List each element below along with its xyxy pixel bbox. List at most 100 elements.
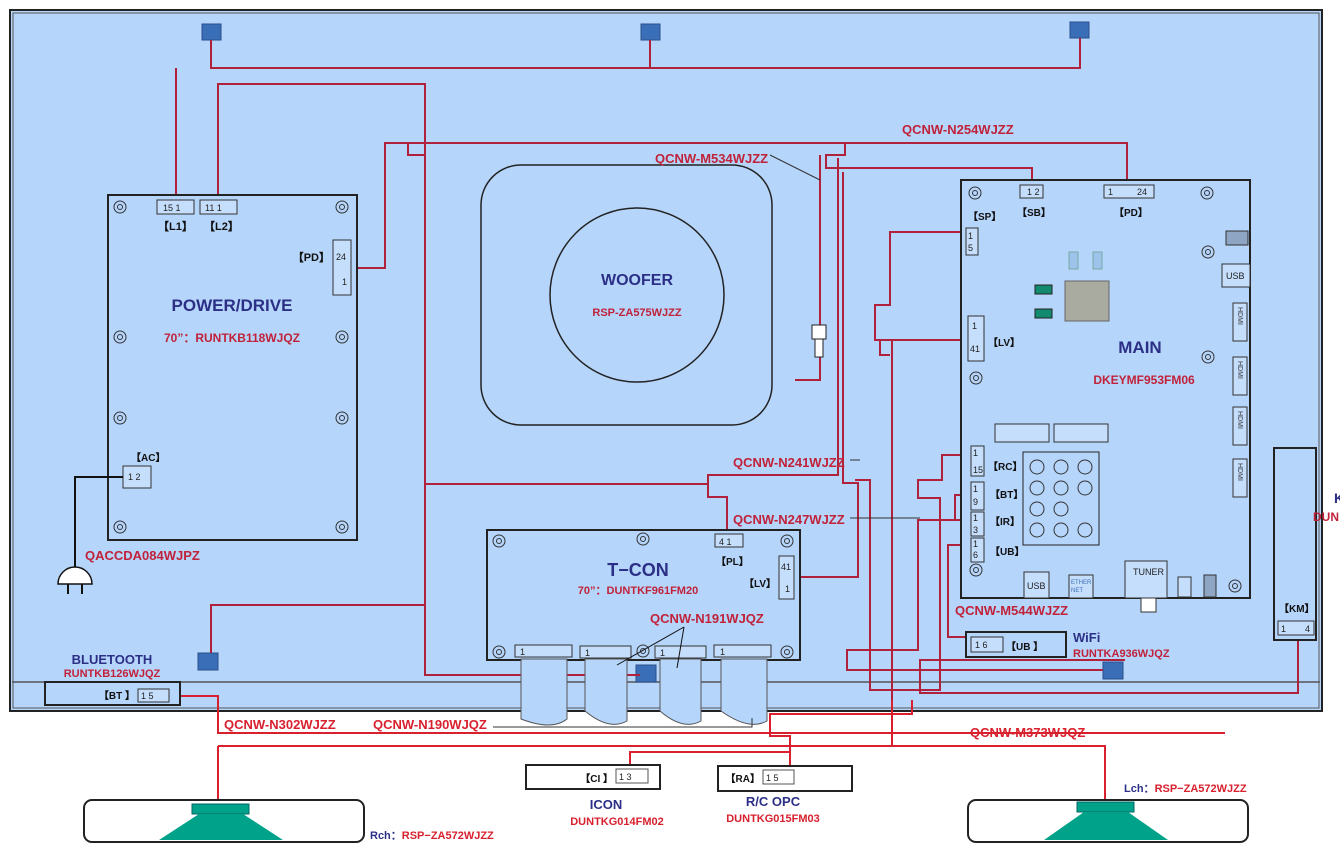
rc-opc-part: DUNTKG015FM03 xyxy=(726,813,820,825)
wifi-module: 1 6 【UB 】 WiFi RUNTKA936WJQZ xyxy=(965,630,1170,660)
block-bottom-right xyxy=(1102,661,1124,680)
speaker-right-caption: Rch：RSP−ZA572WJZZ xyxy=(370,830,494,842)
main-lv-pin-1: 1 xyxy=(972,321,977,331)
main-title: MAIN xyxy=(1118,338,1161,357)
main-part: DKEYMF953FM06 xyxy=(1093,373,1195,387)
woofer: WOOFER RSP-ZA575WJZZ xyxy=(480,164,827,426)
cable-n247: QCNW-N247WJZZ xyxy=(733,512,845,527)
rc-pin-15: 15 xyxy=(973,465,983,475)
bluetooth-pins: 1 5 xyxy=(141,691,154,701)
main-bt-label: 【BT】 xyxy=(990,488,1023,501)
ir-label: 【IR】 xyxy=(990,515,1020,528)
wifi-pins: 1 6 xyxy=(975,640,988,650)
icon-label: 【CI 】 xyxy=(580,772,613,785)
sp-pin-1: 1 xyxy=(968,231,973,241)
cable-m544: QCNW-M544WJZZ xyxy=(955,603,1068,618)
main-lv-label: 【LV】 xyxy=(988,336,1020,349)
icon-board: 【CI 】 1 3 ICON DUNTKG014FM02 xyxy=(525,764,664,828)
usb-port-bottom: USB xyxy=(1027,581,1046,591)
cable-m534: QCNW-M534WJZZ xyxy=(655,151,768,166)
wifi-part: RUNTKA936WJQZ xyxy=(1073,648,1170,660)
speaker-left-ch: Lch： xyxy=(1124,783,1155,795)
l2-pins: 11 1 xyxy=(205,203,222,213)
ub-pin-1: 1 xyxy=(973,539,978,549)
pl-label: 【PL】 xyxy=(716,555,749,568)
woofer-part: RSP-ZA575WJZZ xyxy=(592,307,682,319)
rc-opc-pins: 1 5 xyxy=(766,773,779,783)
main-pd-label: 【PD】 xyxy=(1114,206,1148,219)
speaker-left: Lch：RSP−ZA572WJZZ xyxy=(967,783,1249,843)
ac-cord xyxy=(74,476,123,570)
woofer-title: WOOFER xyxy=(601,272,673,289)
ac-pins: 1 2 xyxy=(128,472,141,482)
tcon-board: 4 1 【PL】 41 1 【LV】 T−CON 70”：DUNTKF961FM… xyxy=(486,529,801,726)
hdmi-port-3: HDMI xyxy=(1236,411,1243,429)
pd-pin-24: 24 xyxy=(336,252,346,262)
speaker-right-part: RSP−ZA572WJZZ xyxy=(402,830,494,842)
rc-opc-label: 【RA】 xyxy=(726,772,760,785)
km-part-partial: DUN xyxy=(1313,510,1339,524)
ub-label: 【UB】 xyxy=(990,545,1024,558)
cable-n302: QCNW-N302WJZZ xyxy=(224,717,336,732)
hdmi-port-4: HDMI xyxy=(1236,463,1243,481)
pd-label: 【PD】 xyxy=(293,251,330,264)
speaker-right: Rch：RSP−ZA572WJZZ xyxy=(83,799,494,843)
km-pin-1: 1 xyxy=(1281,624,1286,634)
ir-pin-1: 1 xyxy=(973,513,978,523)
main-lv-pin-41: 41 xyxy=(970,344,980,354)
bluetooth-part: RUNTKB126WJQZ xyxy=(64,668,161,680)
cable-m373: QCNW-M373WJQZ xyxy=(970,725,1085,740)
bt-pin-9: 9 xyxy=(973,497,978,507)
bluetooth-module: BLUETOOTH RUNTKB126WJQZ 【BT 】 1 5 xyxy=(44,652,181,706)
plug-icon xyxy=(57,566,93,594)
top-block-center xyxy=(640,23,661,41)
km-label: 【KM】 xyxy=(1279,602,1315,615)
tcon-lv-pin-41: 41 xyxy=(781,562,791,572)
cable-ac: QACCDA084WJPZ xyxy=(85,548,200,563)
ethernet-port-label-1: ETHER xyxy=(1071,580,1092,586)
power-part: 70”：RUNTKB118WJQZ xyxy=(164,331,300,345)
tcon-part: 70”：DUNTKF961FM20 xyxy=(578,585,698,597)
ac-label: 【AC】 xyxy=(131,451,165,464)
l2-label: 【L2】 xyxy=(204,220,239,233)
tcon-lv-label: 【LV】 xyxy=(744,577,776,590)
top-block-left xyxy=(201,23,222,41)
main-pd-pin-24: 24 xyxy=(1137,187,1147,197)
tuner-label: TUNER xyxy=(1133,567,1164,577)
km-title-partial: K xyxy=(1334,490,1340,506)
icon-pins: 1 3 xyxy=(619,772,632,782)
rc-opc-board: 【RA】 1 5 R/C OPC DUNTKG015FM03 xyxy=(717,765,853,825)
rc-opc-title: R/C OPC xyxy=(746,794,801,809)
external-wiring xyxy=(180,695,1225,800)
ir-pin-3: 3 xyxy=(973,525,978,535)
fpc-pin-4: 1 xyxy=(720,647,725,657)
ub-pin-6: 6 xyxy=(973,550,978,560)
sb-label: 【SB】 xyxy=(1017,206,1051,219)
km-board: 【KM】 1 4 K DUN xyxy=(1273,447,1340,641)
cable-n254: QCNW-N254WJZZ xyxy=(902,122,1014,137)
sp-label: 【SP】 xyxy=(968,210,1001,223)
pl-pins: 4 1 xyxy=(719,537,732,547)
bluetooth-title: BLUETOOTH xyxy=(72,652,153,667)
power-drive-board: 15 1 11 1 【L1】 【L2】 24 1 【PD】 POWER/DRIV… xyxy=(107,194,358,541)
rc-pin-1: 1 xyxy=(973,448,978,458)
fpc-pin-2: 1 xyxy=(585,648,590,658)
fpc-pin-3: 1 xyxy=(660,648,665,658)
speaker-left-caption: Lch：RSP−ZA572WJZZ xyxy=(1124,783,1247,795)
km-pin-4: 4 xyxy=(1305,624,1310,634)
rc-label: 【RC】 xyxy=(988,460,1022,473)
icon-title: ICON xyxy=(590,797,623,812)
wifi-label: 【UB 】 xyxy=(1006,640,1043,653)
bluetooth-label: 【BT 】 xyxy=(99,689,135,702)
l1-label: 【L1】 xyxy=(158,220,193,233)
sb-pins: 1 2 xyxy=(1027,187,1040,197)
main-board: 1 2 【SB】 1 24 【PD】 【SP】 1 5 1 41 【LV】 MA… xyxy=(960,179,1251,613)
hdmi-port-1: HDMI xyxy=(1236,307,1243,325)
tcon-title: T−CON xyxy=(607,560,669,580)
sp-pin-5: 5 xyxy=(968,243,973,253)
cable-n241: QCNW-N241WJZZ xyxy=(733,455,845,470)
hdmi-port-2: HDMI xyxy=(1236,361,1243,379)
fpc-pin-1: 1 xyxy=(520,647,525,657)
wifi-title: WiFi xyxy=(1073,630,1100,645)
